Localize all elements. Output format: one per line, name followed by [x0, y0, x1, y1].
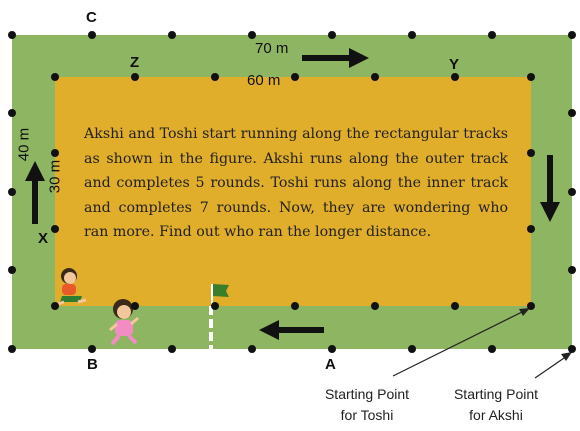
toshi-runner-icon: [57, 268, 87, 306]
outer-length-label: 70 m: [255, 40, 289, 57]
label-y: Y: [449, 56, 460, 73]
arrow-right-icon: [302, 48, 369, 68]
outer-width-label: 40 m: [15, 127, 33, 162]
toshi-caption-line1: Starting Point: [324, 386, 410, 402]
akshi-caption-line2: for Akshi: [469, 407, 523, 423]
label-c: C: [86, 9, 97, 26]
flag-icon: [211, 284, 229, 306]
akshi-runner-icon: [109, 299, 139, 346]
toshi-pointer-head: [519, 308, 530, 316]
akshi-pointer-line: [534, 355, 568, 379]
inner-track-dots: [51, 73, 535, 310]
inner-field: [55, 77, 531, 306]
label-z: Z: [130, 54, 140, 71]
outer-track-dots: [8, 31, 576, 353]
arrow-up-icon: [25, 161, 45, 224]
inner-length-label: 60 m: [247, 72, 281, 89]
problem-text: Akshi and Toshi start running along the …: [84, 126, 508, 240]
toshi-start-caption: Starting Point for Toshi: [312, 384, 422, 426]
toshi-caption-line2: for Toshi: [340, 407, 394, 423]
akshi-pointer-head: [561, 352, 572, 361]
inner-width-label: 30 m: [46, 159, 64, 194]
arrow-down-icon: [540, 155, 560, 222]
arrow-left-icon: [259, 320, 324, 340]
toshi-pointer-line: [392, 310, 525, 377]
label-b: B: [87, 356, 98, 373]
akshi-caption-line1: Starting Point: [453, 386, 539, 402]
label-a: A: [325, 356, 336, 373]
akshi-start-caption: Starting Point for Akshi: [441, 384, 551, 426]
label-x: X: [38, 230, 49, 247]
